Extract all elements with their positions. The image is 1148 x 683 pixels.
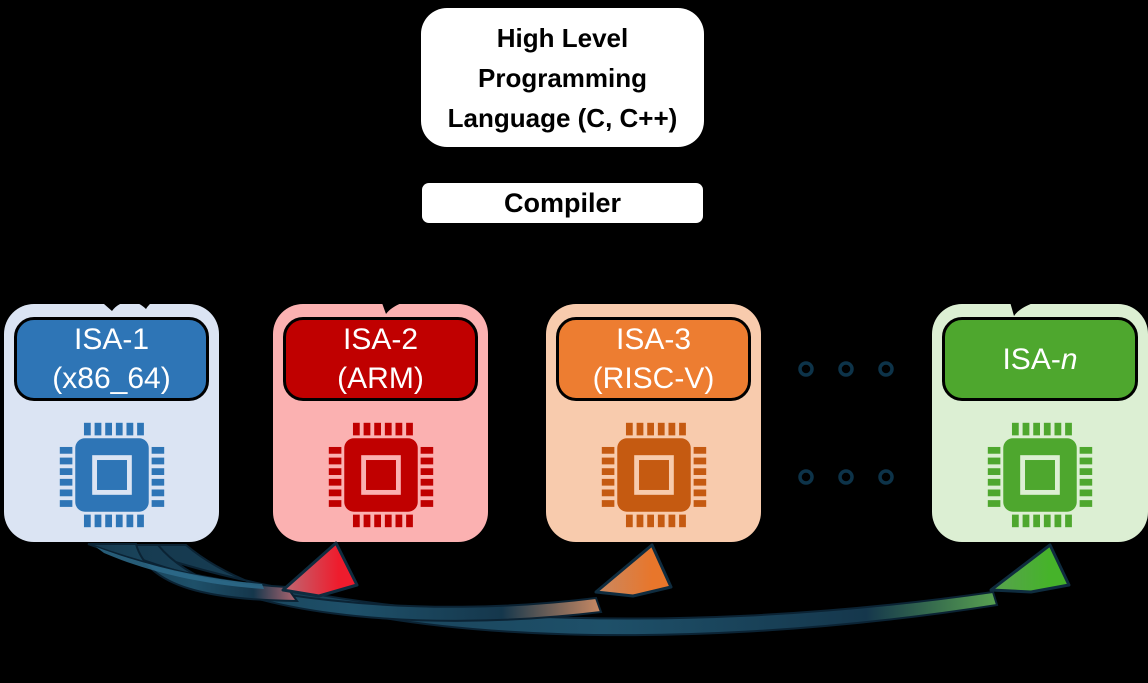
ellipsis-dot <box>878 469 894 485</box>
ellipsis-dot <box>798 469 814 485</box>
isa-subtitle: (x86_64) <box>52 362 171 395</box>
isa-label: ISA-2 (ARM) <box>283 317 478 401</box>
ellipsis-dot <box>798 361 814 377</box>
arrow-highlight-streak <box>96 547 264 589</box>
isa-title: ISA-1 <box>73 323 150 356</box>
source-line-1: High Level <box>496 22 629 53</box>
source-line-3: Language (C, C++) <box>447 102 678 133</box>
isa-card-n: ISA-n <box>932 304 1148 542</box>
isa-title: ISA-2 <box>342 323 419 356</box>
cpu-chip-icon <box>328 422 434 528</box>
arrow-head-to-isa-3 <box>594 543 673 598</box>
ellipsis-dot <box>878 361 894 377</box>
ellipsis-dot <box>838 469 854 485</box>
high-level-language-box: High Level Programming Language (C, C++) <box>421 8 704 147</box>
isa-label: ISA-1 (x86_64) <box>14 317 209 401</box>
arrow-head-to-isa-n <box>989 543 1071 594</box>
arrow-body-to-isa-2 <box>87 543 299 603</box>
ellipsis-dot <box>838 361 854 377</box>
isa-subtitle: (ARM) <box>337 362 424 395</box>
isa-card-risc-v: ISA-3 (RISC-V) <box>546 304 761 542</box>
isa-title: ISA-n <box>1002 342 1078 376</box>
isa-title: ISA-3 <box>615 323 692 356</box>
isa-label: ISA-3 (RISC-V) <box>556 317 751 401</box>
compiler-label: Compiler <box>503 187 622 218</box>
cpu-chip-icon <box>601 422 707 528</box>
cpu-chip-icon <box>59 422 165 528</box>
isa-card-x86-64: ISA-1 (x86_64) <box>4 304 219 542</box>
compiler-box: Compiler <box>422 183 703 223</box>
ellipsis-dots <box>798 361 894 485</box>
isa-label: ISA-n <box>942 317 1138 401</box>
arrow-body-to-isa-n <box>124 544 999 637</box>
isa-card-arm: ISA-2 (ARM) <box>273 304 488 542</box>
cpu-chip-icon <box>987 422 1093 528</box>
arrow-body-to-isa-3 <box>104 544 603 622</box>
isa-subtitle: (RISC-V) <box>592 362 715 395</box>
source-line-2: Programming <box>477 62 648 93</box>
arrow-head-to-isa-2 <box>281 541 359 598</box>
